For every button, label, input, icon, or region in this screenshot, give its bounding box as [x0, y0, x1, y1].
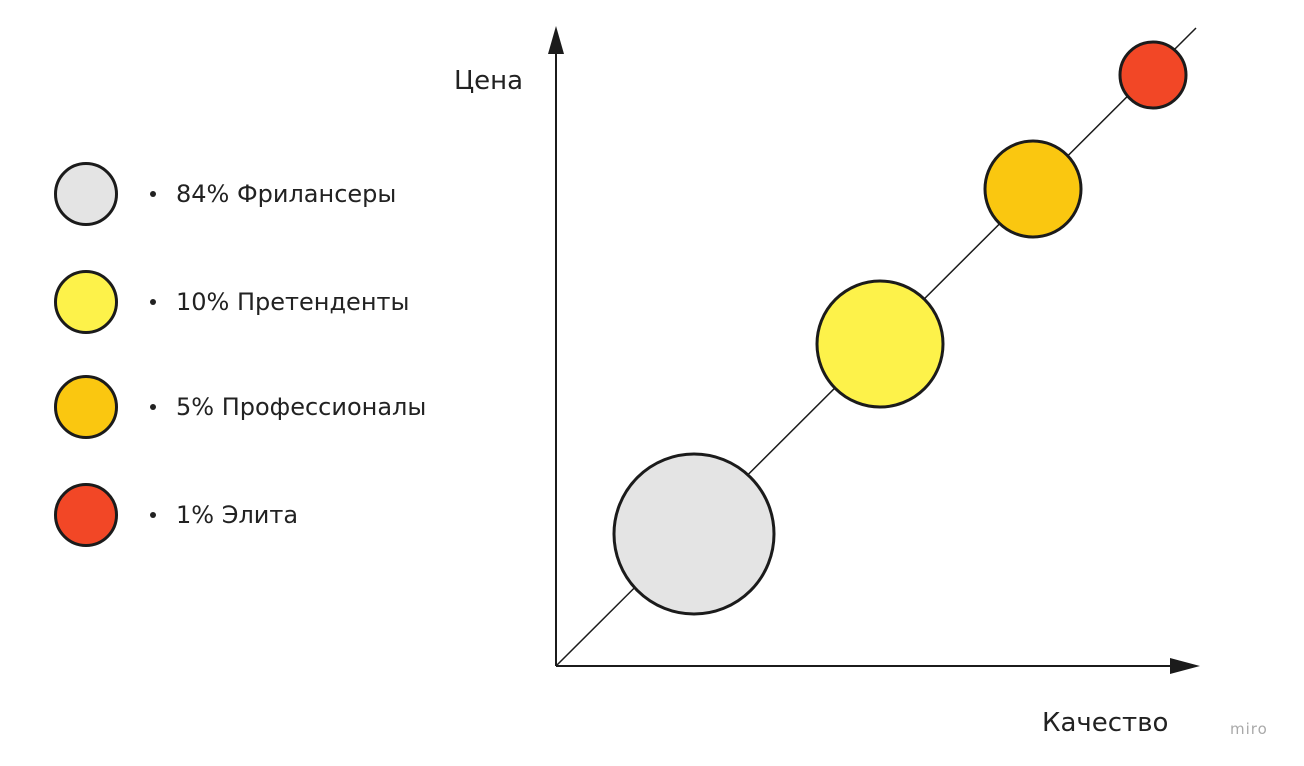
bullet-icon	[150, 191, 156, 197]
legend-swatch-freelancers	[54, 162, 118, 226]
legend-swatch-elite	[54, 483, 118, 547]
legend-label-elite: 1% Элита	[176, 501, 299, 529]
legend-label-contenders: 10% Претенденты	[176, 288, 410, 316]
legend-label-freelancers: 84% Фриланcеры	[176, 180, 397, 208]
legend-item-contenders: 10% Претенденты	[54, 268, 409, 336]
bubble-elite	[1118, 40, 1188, 110]
x-axis-arrowhead	[1170, 658, 1200, 674]
bullet-icon	[150, 512, 156, 518]
bubble-contenders	[815, 279, 945, 409]
legend-swatch-professionals	[54, 375, 118, 439]
y-axis-title: Цена	[454, 66, 524, 96]
legend-item-freelancers: 84% Фриланcеры	[54, 160, 396, 228]
legend-item-elite: 1% Элита	[54, 481, 298, 549]
y-axis-arrowhead	[548, 26, 564, 54]
bubble-freelancers	[612, 452, 776, 616]
x-axis-title: Качество	[1042, 708, 1169, 738]
bullet-icon	[150, 404, 156, 410]
miro-watermark: miro	[1230, 720, 1268, 738]
legend-swatch-contenders	[54, 270, 118, 334]
legend-label-professionals: 5% Профессионалы	[176, 393, 427, 421]
bullet-icon	[150, 299, 156, 305]
bubble-professionals	[983, 139, 1083, 239]
legend-item-professionals: 5% Профессионалы	[54, 373, 426, 441]
